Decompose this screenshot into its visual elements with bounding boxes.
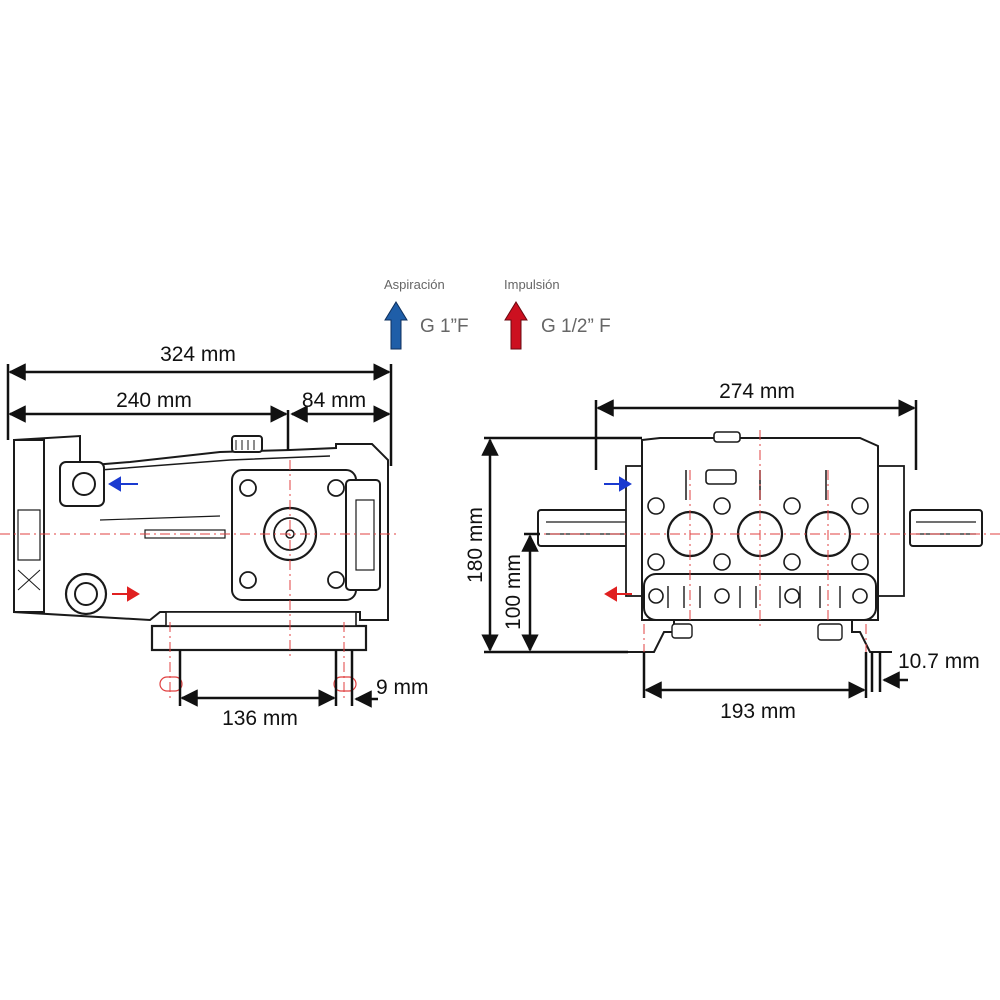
dim-180: 180 mm [464,507,487,583]
suction-spec: G 1”F [420,316,469,337]
dim-324: 324 mm [160,343,236,366]
side-dimensions [6,363,393,708]
dim-10-7: 10.7 mm [898,650,980,673]
dim-84: 84 mm [302,389,366,412]
side-outlet-arrow [112,586,140,602]
side-inlet-arrow [108,476,138,492]
front-dimensions [481,399,918,699]
dim-193: 193 mm [720,700,796,723]
suction-label: Aspiración [384,277,445,292]
dim-240: 240 mm [116,389,192,412]
side-foot-slots [159,676,357,692]
dim-100: 100 mm [502,554,525,630]
arrow-up-blue-icon [384,301,408,350]
front-centerlines [530,430,1000,660]
dim-274: 274 mm [719,380,795,403]
side-view [13,434,389,652]
side-centerlines [0,460,400,700]
dim-136: 136 mm [222,707,298,730]
discharge-spec: G 1/2” F [541,316,611,337]
discharge-label: Impulsión [504,277,560,292]
front-inlet-arrow [604,476,632,492]
arrow-up-red-icon [504,301,528,350]
front-outlet-arrow [604,586,632,602]
dim-9: 9 mm [376,676,429,699]
